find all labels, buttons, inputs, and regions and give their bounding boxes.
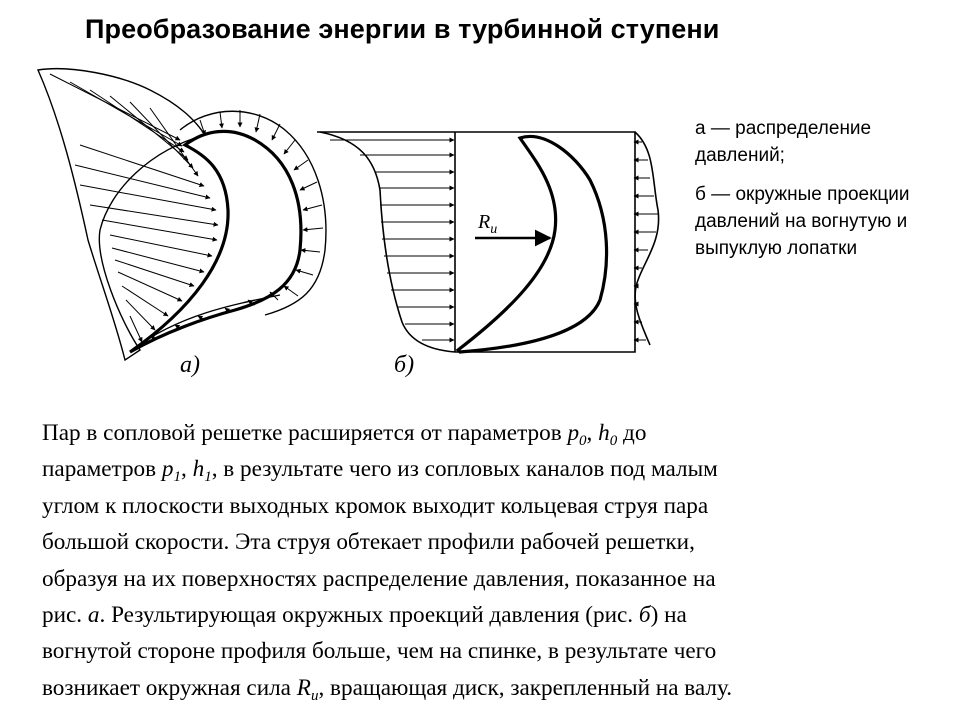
text-line: параметров p1, h1, в результате чего из … xyxy=(42,451,937,487)
text-line: большой скорости. Эта струя обтекает про… xyxy=(42,529,695,556)
label-b: б) xyxy=(394,352,414,378)
text-span: , xyxy=(586,420,599,446)
page-title: Преобразование энергии в турбинной ступе… xyxy=(85,14,720,44)
text-span: . Результирующая окружных проекций давле… xyxy=(99,602,639,629)
concave-pressure-envelope xyxy=(36,68,207,362)
text-span: ) на xyxy=(650,602,687,629)
text-span: Пар в сопловой решетке расширяется от па… xyxy=(42,420,568,446)
pressure-distribution-figure: а) xyxy=(36,68,660,378)
legend: а — распределение давлений; б — окружные… xyxy=(695,115,955,274)
param-p1: p xyxy=(161,456,174,483)
text-line: возникает окружная сила Ru, вращающая ди… xyxy=(42,670,937,706)
text-line: образуя на их поверхностях распределение… xyxy=(42,565,716,592)
text-span: , xyxy=(181,456,193,483)
label-a: а) xyxy=(180,352,200,378)
projection-vectors-b xyxy=(330,137,658,343)
convex-pressure-envelope xyxy=(179,110,327,316)
ref-b: б xyxy=(638,602,651,629)
legend-item-b: б — окружные проекции давлений на вогнут… xyxy=(695,184,910,259)
subscript: u xyxy=(310,687,319,704)
param-p0: p xyxy=(567,420,580,446)
param-h0: h xyxy=(598,420,610,446)
body-paragraph: Пар в сопловой решетке расширяется от па… xyxy=(42,415,937,706)
text-span: возникает окружная сила xyxy=(42,674,297,701)
param-h1: h xyxy=(192,456,205,483)
text-span: параметров xyxy=(42,456,162,483)
text-span: , вращающая диск, закрепленный на валу. xyxy=(318,674,733,701)
legend-item-a: а — распределение давлений; xyxy=(695,118,872,166)
subscript: 0 xyxy=(609,433,618,449)
subscript: 1 xyxy=(204,469,212,486)
subscript: 1 xyxy=(173,469,182,486)
force-ru: R xyxy=(296,674,311,701)
frame-b xyxy=(317,131,636,353)
diagram-a xyxy=(36,68,327,362)
text-span: до xyxy=(617,420,647,446)
text-line: вогнутой стороне профиля больше, чем на … xyxy=(42,638,717,665)
diagram-b xyxy=(317,131,660,354)
force-label-ru: Ru xyxy=(477,211,497,237)
pressure-vectors-a xyxy=(49,73,324,343)
text-span: , в результате чего из сопловых каналов … xyxy=(211,456,718,483)
text-span: рис. xyxy=(42,602,88,629)
ref-a: а xyxy=(87,602,100,629)
text-line: Пар в сопловой решетке расширяется от па… xyxy=(42,415,937,451)
right-projection-envelope xyxy=(634,131,660,346)
left-projection-envelope xyxy=(319,131,456,353)
blade-profile-b xyxy=(455,134,609,354)
blade-profile-a xyxy=(129,129,303,354)
text-line: углом к плоскости выходных кромок выходи… xyxy=(42,492,709,519)
text-line: рис. а. Результирующая окружных проекций… xyxy=(42,597,937,633)
subscript: 0 xyxy=(579,433,587,449)
